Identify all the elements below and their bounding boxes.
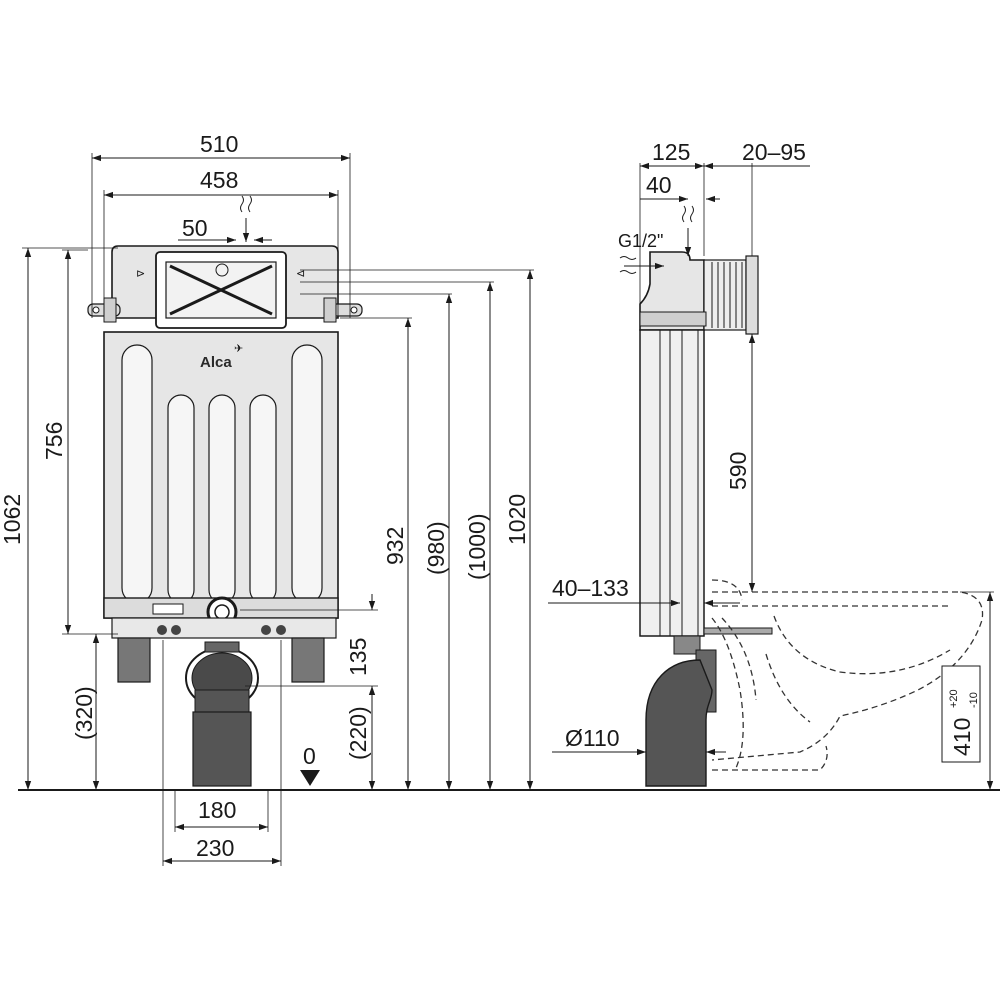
- bird-icon: ✈: [234, 343, 243, 355]
- dim-drain-offset: 135: [345, 638, 371, 676]
- actuator-ribs: [711, 262, 743, 328]
- dim-inlet-width: 50: [182, 215, 208, 241]
- svg-text:⊲: ⊲: [296, 268, 305, 280]
- dim-total-width: 510: [200, 131, 238, 157]
- flush-actuator: [703, 259, 747, 331]
- zero-triangle-icon: [300, 770, 320, 786]
- leg-left: [117, 637, 151, 683]
- leg-right: [291, 637, 325, 683]
- dim-height-total: 1062: [0, 494, 25, 545]
- dim-height-1000: (1000): [464, 514, 490, 580]
- dim-height-1020: 1020: [504, 494, 530, 545]
- dim-zero-mark: 0: [303, 743, 316, 769]
- drain-elbow: [185, 641, 259, 787]
- dim-foot-inner: 180: [198, 797, 236, 823]
- dim-height-980: (980): [423, 521, 449, 575]
- toilet-bowl-outline: [711, 579, 984, 771]
- side-dimensions: 125 20–95 40 G1/2" 590 40–133 Ø110 410 +…: [548, 139, 994, 790]
- dim-foot-outer: 230: [196, 835, 234, 861]
- dim-drain-diameter: Ø110: [565, 725, 620, 751]
- service-opening: [155, 251, 287, 329]
- leg-bar: [111, 617, 337, 639]
- mounting-bolt: [703, 627, 773, 635]
- foot-bolts: [157, 625, 286, 635]
- dim-wall-adjust: 20–95: [742, 139, 806, 165]
- dim-height-932: 932: [382, 527, 408, 565]
- side-view: [639, 251, 984, 787]
- frame-column: [639, 329, 705, 637]
- dim-actuator-height: 590: [725, 452, 751, 490]
- dim-inlet-thread: G1/2": [618, 231, 663, 251]
- dim-bowl-tolerance-plus: +20: [948, 689, 960, 708]
- dim-height-bracket: 756: [41, 422, 67, 460]
- bowl-height-box: [941, 665, 981, 763]
- front-view: ⊳ ⊲ Alca ✈: [87, 245, 363, 787]
- brand-logo: Alca: [200, 354, 232, 371]
- dim-bolt-range: 40–133: [552, 575, 629, 601]
- dim-frame-width: 458: [200, 167, 238, 193]
- dim-depth: 125: [652, 139, 690, 165]
- dim-bowl-height: 410: [949, 718, 975, 756]
- front-dimensions: 510 458 50 1062 756 (320) 932 (980) (1: [0, 131, 534, 866]
- dim-drain-height: (220): [345, 706, 371, 760]
- dim-inlet-depth: 40: [646, 172, 672, 198]
- svg-text:⊳: ⊳: [136, 268, 145, 280]
- dim-bowl-tolerance-minus: -10: [968, 692, 980, 708]
- dim-height-floor-bracket: (320): [71, 686, 97, 740]
- frame-ribs: [121, 344, 323, 604]
- side-drain-elbow: [645, 635, 717, 787]
